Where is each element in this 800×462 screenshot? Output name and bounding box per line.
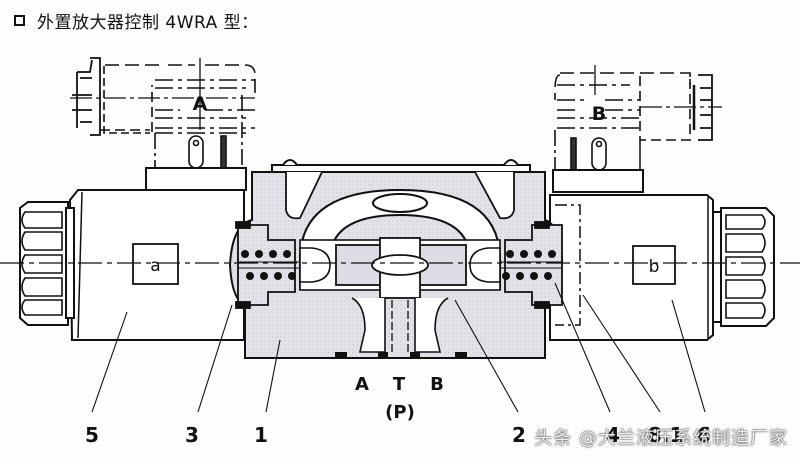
spring-assembly-right xyxy=(500,221,563,309)
armature-outline-b xyxy=(555,204,581,326)
valve-housing xyxy=(228,159,564,359)
hollow-square-bullet-icon xyxy=(14,14,25,26)
callout-leaders xyxy=(91,282,706,413)
solenoid-b-label-box xyxy=(632,245,676,285)
plug-connector-a xyxy=(70,57,256,170)
connector-b-pins xyxy=(570,137,607,171)
callout-2: 2 xyxy=(512,423,526,447)
port-p-label: (P) xyxy=(385,402,415,423)
callout-6: 6 xyxy=(697,423,711,447)
plug-connector-b xyxy=(554,65,722,170)
callout-4: 4 xyxy=(606,423,620,447)
callout-1: 1 xyxy=(254,423,268,447)
solenoid-b-body xyxy=(549,194,714,341)
port-b-label: B xyxy=(430,374,444,395)
solenoid-b-label: b xyxy=(649,257,660,277)
heading: 外置放大器控制 4WRA 型： xyxy=(14,8,259,33)
connector-a-label: A xyxy=(193,93,208,115)
spring-coils-right xyxy=(502,250,556,280)
solenoid-a-label-box xyxy=(132,243,179,285)
diagram-title: 外置放大器控制 4WRA 型： xyxy=(37,12,259,33)
port-a-label: A xyxy=(355,374,369,395)
connector-base-b xyxy=(552,169,644,193)
solenoid-a-label: a xyxy=(150,256,160,276)
spring-assembly-left xyxy=(235,221,300,309)
port-t-label: T xyxy=(393,374,406,395)
callout-8-1: 8.1 xyxy=(648,423,683,447)
connector-a-pins xyxy=(188,135,227,169)
connector-b-label: B xyxy=(592,103,606,125)
solenoid-b-knurled-nut xyxy=(712,207,775,327)
solenoid-a-knurled-nut xyxy=(19,201,75,326)
spring-coils-left xyxy=(241,250,296,280)
port-seals xyxy=(335,352,467,358)
callout-3: 3 xyxy=(185,423,199,447)
watermark: 头条 @大兰液压系统制造厂家 xyxy=(534,428,788,449)
callout-5: 5 xyxy=(85,423,99,447)
connector-base-a xyxy=(145,167,247,191)
